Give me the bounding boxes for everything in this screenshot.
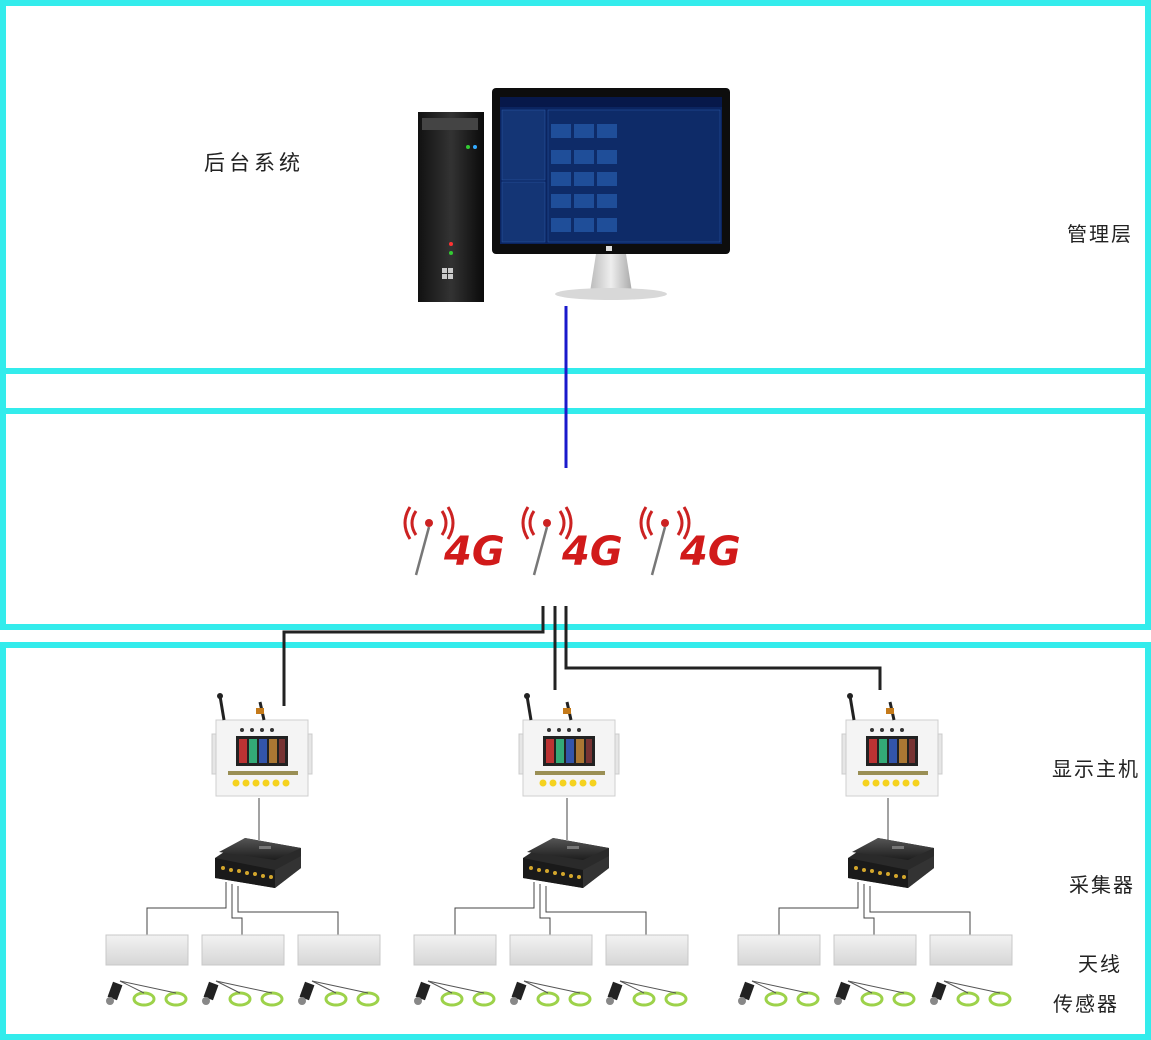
4g-badge: 4G (444, 529, 505, 575)
device-group-2 (412, 691, 689, 1007)
backend-system-label: 后台系统 (204, 151, 304, 175)
signal-tower-icon (639, 506, 691, 576)
management-layer-label: 管理层 (1067, 222, 1133, 246)
display-host-label: 显示主机 (1052, 757, 1140, 781)
4g-tower-1: 4G (398, 495, 516, 581)
4g-tower-2: 4G (516, 495, 634, 581)
signal-tower-icon (403, 506, 455, 576)
antenna-label: 天线 (1078, 952, 1122, 976)
sensor-label: 传感器 (1053, 992, 1119, 1016)
signal-tower-icon (521, 506, 573, 576)
device-group-3 (736, 691, 1013, 1007)
device-group-1 (104, 691, 381, 1007)
4g-tower-3: 4G (634, 495, 752, 581)
4g-badge: 4G (680, 529, 741, 575)
pc-monitor (492, 88, 730, 300)
4g-host-links (282, 606, 882, 706)
field-layer-frame (0, 642, 1151, 1040)
collector-label: 采集器 (1069, 873, 1135, 897)
4g-badge: 4G (562, 529, 623, 575)
network-layer-frame (0, 408, 1151, 630)
pc-tower (418, 112, 484, 302)
